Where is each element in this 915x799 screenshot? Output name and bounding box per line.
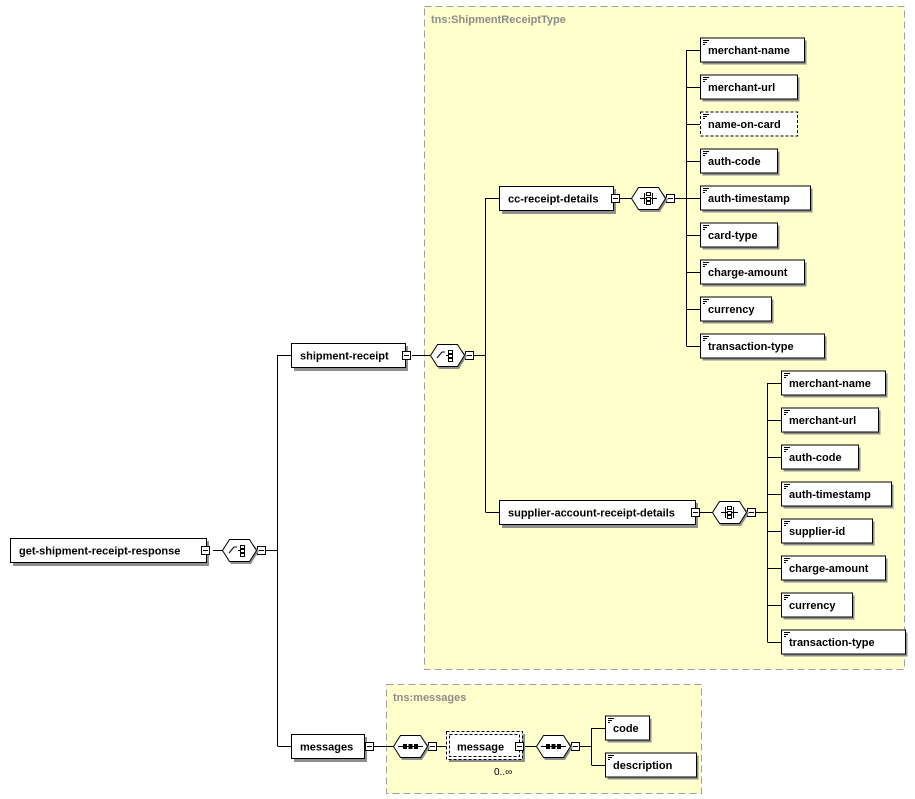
simple-content-icon [703,188,709,193]
simple-content-icon [784,595,790,600]
simple-content-icon [784,521,790,526]
child-element: auth-code [767,444,861,472]
supplier-account-receipt-details-children: merchant-name merchant-url auth-code auth-t… [767,370,908,657]
child-element: merchant-url [767,407,881,435]
simple-content-icon [784,558,790,563]
simple-content-icon [608,755,614,760]
message-children: code description [591,715,699,780]
cc-receipt-details-children: merchant-name merchant-url name-on-card aut… [686,37,827,361]
child-element: code [591,715,652,743]
child-element: merchant-name [686,37,807,65]
child-element: merchant-name [767,370,888,398]
child-element: charge-amount [686,259,807,287]
child-element: supplier-id [767,518,875,546]
connectors [213,50,768,765]
simple-content-icon [784,373,790,378]
element-supplier-account-receipt-details: supplier-account-receipt-details [499,500,698,528]
child-element-label: auth-timestamp [789,489,871,501]
child-element: auth-timestamp [686,185,813,213]
child-element: name-on-card [686,111,798,137]
toggle-boxes[interactable] [201,194,756,751]
child-element-label: name-on-card [708,119,781,131]
simple-content-icon [784,447,790,452]
all-compositor-icon [711,501,749,526]
collapse-icon[interactable] [402,351,411,360]
simple-content-icon [703,299,709,304]
simple-content-icon [703,336,709,341]
child-element-label: auth-timestamp [708,193,790,205]
child-element-label: transaction-type [708,341,794,353]
child-element: currency [767,592,855,620]
simple-content-icon [784,632,790,637]
child-element-label: merchant-name [789,378,871,390]
simple-content-icon [703,225,709,230]
element-cc-receipt-details: cc-receipt-details [499,186,616,214]
collapse-icon[interactable] [571,742,580,751]
child-element: card-type [686,222,780,250]
child-element-label: currency [708,304,755,316]
child-element-label: supplier-id [789,526,845,538]
sequence-compositor-icon [535,735,573,760]
child-element-label: auth-code [708,156,761,168]
child-element-label: code [613,723,639,735]
sequence-compositor-icon [392,735,430,760]
collapse-icon[interactable] [747,508,756,517]
child-element-label: currency [789,600,836,612]
simple-content-icon [784,410,790,415]
element-get-shipment-receipt-response: get-shipment-receipt-response [10,538,209,566]
child-element: currency [686,296,774,324]
child-element-label: merchant-url [708,82,775,94]
all-compositor-icon [630,187,668,212]
element-message: message 0..∞ [446,731,525,778]
child-element-label: charge-amount [789,563,869,575]
child-element-label: merchant-url [789,415,856,427]
collapse-icon[interactable] [515,742,524,751]
element-shipment-receipt: shipment-receipt [291,343,408,371]
simple-content-icon [703,114,709,119]
child-element-label: description [613,760,673,772]
child-element: transaction-type [767,629,908,657]
collapse-icon[interactable] [201,546,210,555]
collapse-icon[interactable] [257,546,266,555]
simple-content-icon [703,77,709,82]
child-element-label: charge-amount [708,267,788,279]
element-label: supplier-account-receipt-details [508,508,675,520]
child-element-label: auth-code [789,452,842,464]
child-element-label: merchant-name [708,45,790,57]
child-element-label: card-type [708,230,758,242]
child-element-label: transaction-type [789,637,875,649]
child-element: transaction-type [686,333,827,361]
message-occurrence: 0..∞ [494,767,512,778]
shipment-receipt-type-label: tns:ShipmentReceiptType [431,14,566,26]
element-messages: messages [291,734,367,762]
choice-compositor-icon [221,539,259,564]
collapse-icon[interactable] [365,742,374,751]
collapse-icon[interactable] [428,742,437,751]
simple-content-icon [703,262,709,267]
child-element: merchant-url [686,74,800,102]
simple-content-icon [608,718,614,723]
element-label: messages [300,742,353,754]
collapse-icon[interactable] [465,351,474,360]
child-element: description [591,752,699,780]
simple-content-icon [784,484,790,489]
messages-type-label: tns:messages [393,692,466,704]
simple-content-icon [703,151,709,156]
element-label: message [457,742,504,754]
choice-compositor-icon [429,344,467,369]
child-element: auth-code [686,148,780,176]
simple-content-icon [703,40,709,45]
child-element: auth-timestamp [767,481,894,509]
element-label: get-shipment-receipt-response [19,546,180,558]
collapse-icon[interactable] [691,508,700,517]
element-label: cc-receipt-details [508,194,598,206]
collapse-icon[interactable] [666,194,675,203]
collapse-icon[interactable] [611,194,620,203]
element-label: shipment-receipt [300,351,389,363]
child-element: charge-amount [767,555,888,583]
